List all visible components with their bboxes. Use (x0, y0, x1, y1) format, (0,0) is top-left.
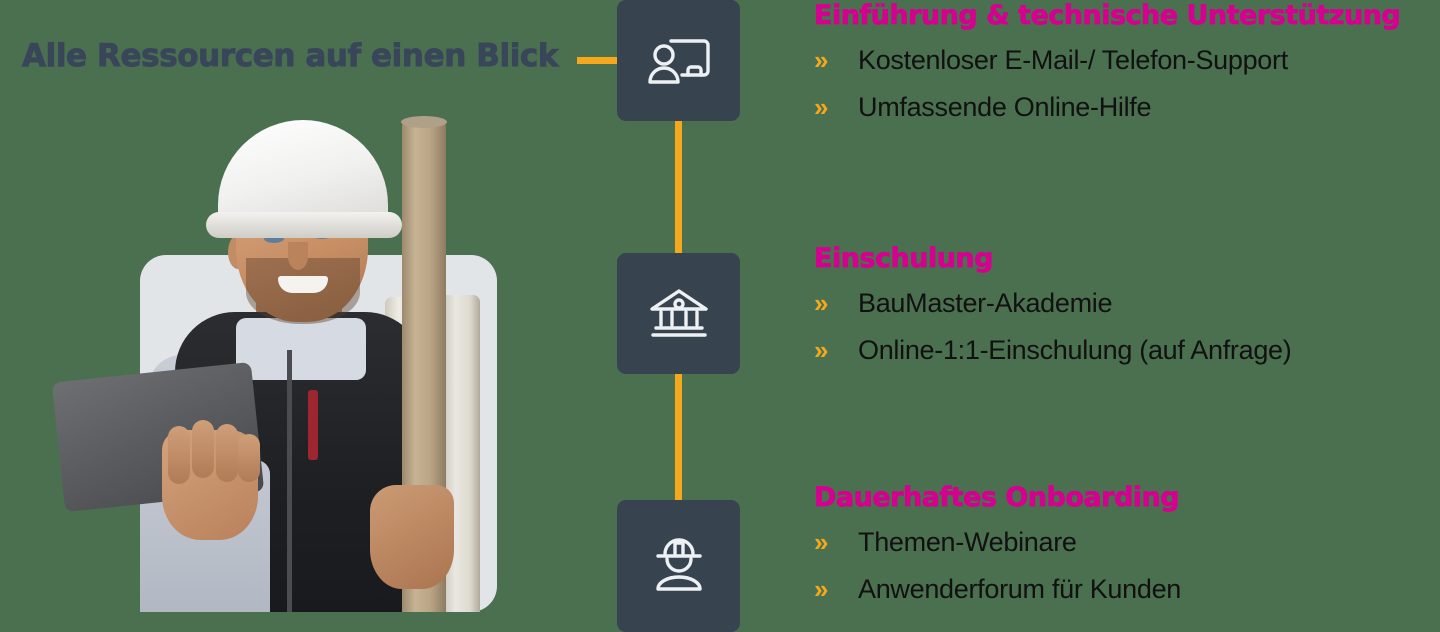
chevron-double-right-icon: » (814, 288, 829, 319)
finger (168, 426, 190, 484)
vest-red-accent (308, 390, 318, 460)
hard-hat-brim (206, 212, 402, 238)
section-onboarding: Dauerhaftes Onboarding » Themen-Webinare… (814, 482, 1440, 607)
plan-roll-cap (401, 116, 447, 128)
chevron-double-right-icon: » (814, 527, 829, 558)
section-title: Dauerhaftes Onboarding (814, 482, 1180, 514)
presentation-person-icon (647, 33, 711, 89)
connector-headline-to-box1 (577, 57, 619, 64)
bullet-list: » Kostenloser E-Mail-/ Telefon-Support »… (814, 43, 1440, 125)
bullet-list: » BauMaster-Akademie » Online-1:1-Einsch… (814, 286, 1440, 368)
list-item: » Umfassende Online-Hilfe (814, 90, 1440, 125)
worker-photo (40, 100, 520, 612)
hardhat-worker-icon (649, 537, 709, 595)
bullet-list: » Themen-Webinare » Anwenderforum für Ku… (814, 525, 1440, 607)
list-item-label: Kostenloser E-Mail-/ Telefon-Support (858, 45, 1288, 76)
shirt-collar (236, 318, 366, 380)
list-item: » Kostenloser E-Mail-/ Telefon-Support (814, 43, 1440, 78)
chevron-double-right-icon: » (814, 574, 829, 605)
eye-left (264, 234, 284, 243)
finger (238, 434, 260, 482)
page-title: Alle Ressourcen auf einen Blick (22, 38, 559, 75)
hand-right (370, 485, 454, 589)
icon-box-onboarding[interactable] (617, 500, 740, 632)
list-item: » Online-1:1-Einschulung (auf Anfrage) (814, 333, 1440, 368)
connector-box2-to-box3 (675, 373, 682, 501)
list-item: » Themen-Webinare (814, 525, 1440, 560)
finger (192, 420, 214, 478)
chevron-double-right-icon: » (814, 45, 829, 76)
list-item-label: Anwenderforum für Kunden (858, 574, 1181, 605)
list-item: » Anwenderforum für Kunden (814, 572, 1440, 607)
section-training: Einschulung » BauMaster-Akademie » Onlin… (814, 243, 1440, 368)
academy-building-icon (648, 287, 710, 341)
list-item-label: Umfassende Online-Hilfe (858, 92, 1152, 123)
icon-box-training[interactable] (617, 253, 740, 374)
finger (216, 424, 238, 482)
section-title: Einführung & technische Unterstützung (814, 0, 1401, 31)
chevron-double-right-icon: » (814, 92, 829, 123)
list-item-label: Online-1:1-Einschulung (auf Anfrage) (858, 335, 1292, 366)
list-item-label: Themen-Webinare (858, 527, 1077, 558)
list-item-label: BauMaster-Akademie (858, 288, 1113, 319)
list-item: » BauMaster-Akademie (814, 286, 1440, 321)
icon-box-introduction[interactable] (617, 0, 740, 121)
smile (278, 276, 328, 293)
vest-zipper (287, 350, 292, 612)
chevron-double-right-icon: » (814, 335, 829, 366)
nose (288, 242, 308, 270)
connector-box1-to-box2 (675, 118, 682, 254)
section-introduction: Einführung & technische Unterstützung » … (814, 0, 1440, 125)
section-title: Einschulung (814, 243, 994, 275)
